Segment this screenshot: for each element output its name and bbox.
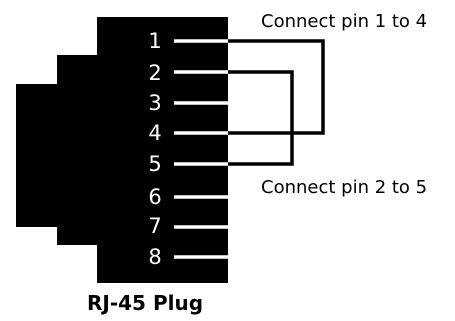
pin-lines <box>174 39 228 259</box>
rj45-plug-body <box>16 17 228 283</box>
pin-number-5: 5 <box>148 152 161 176</box>
pin-number-1: 1 <box>148 29 161 53</box>
pin-number-4: 4 <box>148 121 161 145</box>
pin-number-2: 2 <box>148 61 161 85</box>
pin-number-7: 7 <box>148 214 161 238</box>
jumper-pin-1-to-4 <box>228 39 325 135</box>
pin-number-8: 8 <box>148 245 161 269</box>
annotation-pin1-to-4: Connect pin 1 to 4 <box>261 11 427 32</box>
annotation-pin2-to-5: Connect pin 2 to 5 <box>261 177 427 198</box>
pin-number-3: 3 <box>148 91 161 115</box>
plug-caption: RJ-45 Plug <box>87 291 203 315</box>
jumper-pin-2-to-5 <box>228 70 294 166</box>
pin-number-6: 6 <box>148 185 161 209</box>
